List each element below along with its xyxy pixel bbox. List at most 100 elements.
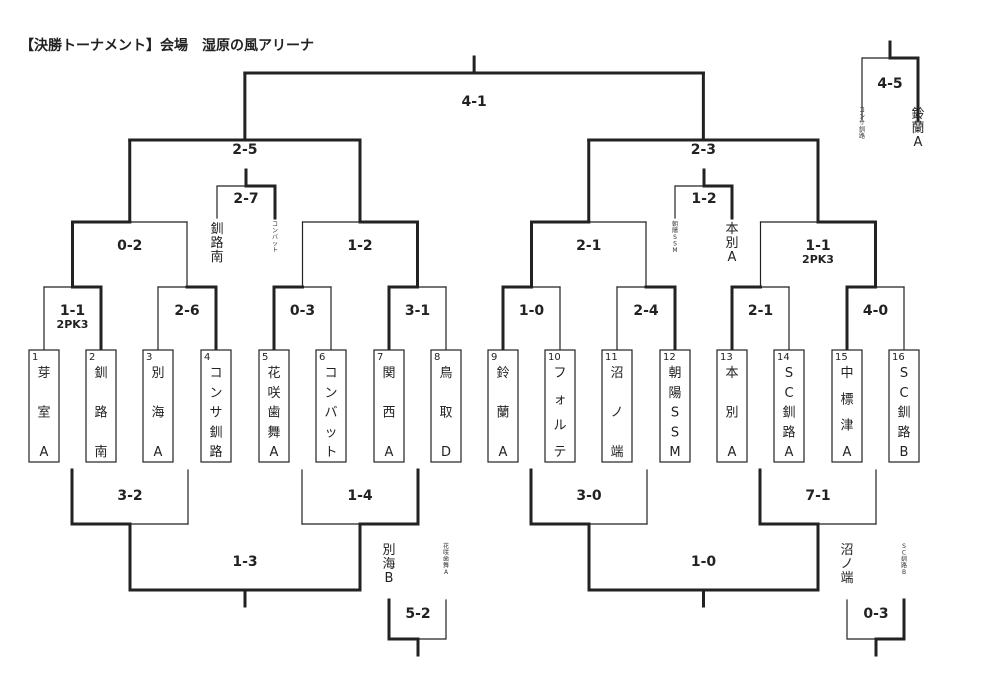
team-name-char: 本	[725, 366, 738, 381]
team-number: 1	[32, 352, 38, 363]
plate-right-line	[702, 184, 734, 220]
team-name-char: A	[154, 445, 163, 460]
bracket-lines	[43, 40, 920, 657]
team-name-char: 室	[37, 405, 50, 421]
cons-r1-score-1: 3-2	[117, 488, 142, 504]
team-box-9	[487, 349, 519, 463]
cons-r1-score-3: 3-0	[576, 488, 602, 504]
team-box-16	[888, 349, 920, 463]
team-box-3	[142, 349, 174, 463]
qf-score-4: 1-1	[805, 238, 830, 254]
plate-right-team-large-char: A	[728, 250, 737, 265]
plate-left-line	[244, 184, 277, 220]
final-score: 4-1	[461, 94, 486, 110]
team-box-11	[601, 349, 633, 463]
plate-left-team-small-char: ッ	[272, 241, 278, 248]
team-number: 11	[605, 352, 618, 363]
team-name-char: 蘭	[496, 405, 509, 421]
team-number: 9	[491, 352, 497, 363]
qf-score-2: 1-2	[347, 238, 372, 254]
plate-left-team-small-char: ン	[272, 228, 278, 235]
team-name-char: ン	[209, 386, 222, 401]
team-name-char: 釧	[782, 406, 795, 421]
team-name-char: A	[40, 445, 49, 460]
cons-extra-left-team-small-char: 舞	[443, 562, 449, 570]
team-name-char: 津	[840, 419, 853, 434]
team-name-char: 釧	[94, 366, 107, 381]
team-name-char: 路	[897, 424, 910, 440]
team-box-4	[200, 349, 232, 463]
r1-score-5: 1-0	[519, 303, 545, 319]
plate-left-team-small-char: ト	[272, 247, 278, 254]
team-number: 5	[262, 352, 268, 363]
cons-sf-score-2: 1-0	[691, 554, 717, 570]
team-name-char: フ	[553, 366, 566, 381]
team-name-char: 端	[610, 445, 623, 460]
cons-extra-right-team-small-char: B	[902, 569, 906, 576]
team-number: 15	[835, 352, 848, 363]
team-box-13	[716, 349, 748, 463]
team-name-char: C	[784, 386, 793, 401]
plate-left-team-small-char: バ	[272, 234, 278, 241]
team-name-char: A	[499, 445, 508, 460]
team-name-char: 舞	[267, 425, 280, 440]
team-box-12	[659, 349, 691, 463]
team-name-char: S	[785, 366, 793, 381]
team-number: 4	[204, 352, 210, 363]
plate-left-score: 2-7	[233, 191, 258, 207]
team-name-char: D	[441, 445, 451, 460]
cons-extra-right-team-large-char: 沼	[840, 543, 853, 558]
team-name-char: バ	[324, 406, 337, 421]
plate-right-score: 1-2	[691, 191, 716, 207]
cons-sf-score-1: 1-3	[232, 554, 257, 570]
third-team-small-char: ン	[859, 114, 865, 121]
team-name-char: 沼	[610, 366, 623, 381]
qf-score-4-pk: 2PK3	[802, 253, 834, 266]
team-name-char: 鈴	[496, 366, 509, 381]
team-number: 6	[319, 352, 325, 363]
third-score: 4-5	[877, 76, 902, 92]
cons-extra-right-team-small-char: C	[902, 550, 906, 557]
team-name-char: A	[843, 445, 852, 460]
team-number: 10	[548, 352, 561, 363]
team-number: 12	[663, 352, 676, 363]
third-team-small-char: サ	[859, 120, 865, 127]
team-name-char: B	[900, 445, 909, 460]
sf-score-1: 2-5	[232, 142, 257, 158]
third-team-small-char: 路	[859, 132, 865, 140]
plate-right-team-large-char: 別	[725, 236, 738, 251]
cons-extra-right-team-large-char: ノ	[840, 557, 853, 572]
team-box-15	[831, 349, 863, 463]
team-name-char: ル	[553, 419, 566, 434]
team-box-6	[315, 349, 347, 463]
team-name-char: 鳥	[439, 366, 452, 381]
team-name-char: A	[728, 445, 737, 460]
cons-extra-left-team-small-char: A	[444, 569, 449, 576]
team-name-char: 中	[840, 366, 853, 381]
third-team-large-char: 鈴	[911, 107, 924, 122]
team-name-char: S	[671, 425, 679, 440]
cons-extra-right-line	[874, 598, 906, 641]
team-name-char: 芽	[37, 366, 50, 381]
cons-r1-score-2: 1-4	[347, 488, 373, 504]
team-name-char: 陽	[668, 386, 681, 401]
team-name-char: ォ	[553, 392, 566, 407]
team-box-5	[258, 349, 290, 463]
team-box-7	[373, 349, 405, 463]
team-name-char: A	[385, 445, 394, 460]
r1-score-4: 3-1	[405, 303, 430, 319]
plate-right-team-small-char: 陽	[672, 227, 678, 235]
team-name-char: コ	[209, 366, 222, 381]
r1-score-2: 2-6	[174, 303, 199, 319]
cons-r1-score-4: 7-1	[805, 488, 830, 504]
team-name-char: 別	[725, 406, 738, 421]
team-name-char: テ	[553, 445, 566, 460]
team-name-char: 西	[382, 406, 395, 421]
plate-left-line	[216, 185, 247, 219]
team-name-char: A	[270, 445, 279, 460]
team-boxes: 1芽室A2釧路南3別海A4コンサ釧路5花咲歯舞A6コンバット7関西A8鳥取D9鈴…	[28, 349, 920, 463]
cons-extra-left-team-large-char: B	[385, 571, 394, 586]
plate-left-team-small-char: コ	[272, 221, 278, 228]
team-name-char: S	[671, 406, 679, 421]
